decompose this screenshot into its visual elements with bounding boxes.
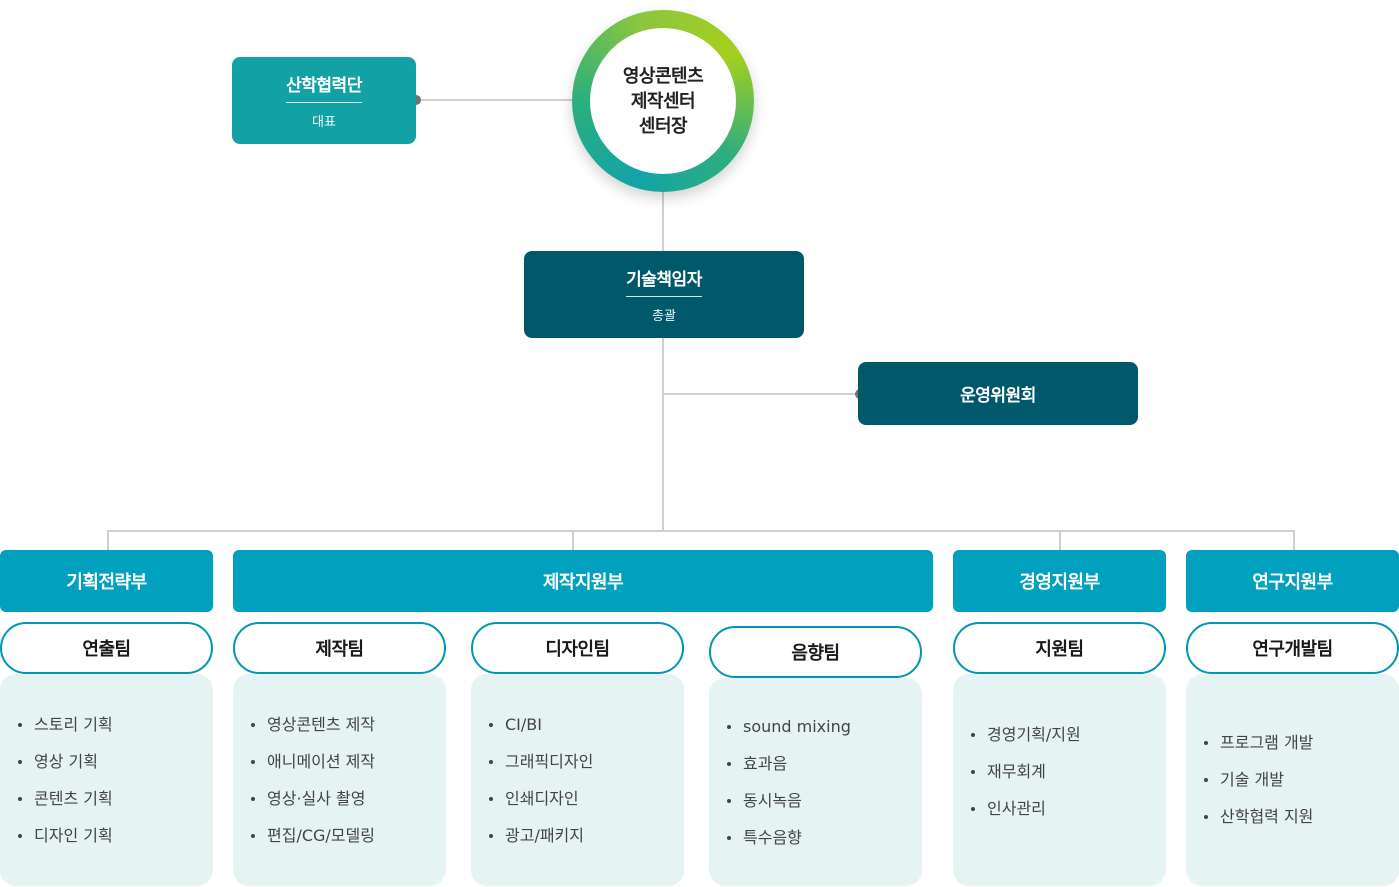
duty-item: 그래픽디자인 xyxy=(489,743,684,780)
tech-officer-box: 기술책임자 총괄 xyxy=(524,251,804,338)
duty-item: 특수음향 xyxy=(727,819,922,856)
duty-item: 재무회계 xyxy=(971,753,1166,790)
duties-support: 경영기획/지원 재무회계 인사관리 xyxy=(953,674,1166,886)
duty-item: 동시녹음 xyxy=(727,782,922,819)
center-line-1: 영상콘텐츠 xyxy=(622,65,704,87)
dept-research-support: 연구지원부 xyxy=(1186,550,1399,612)
industry-cooperation-title: 산학협력단 xyxy=(286,71,362,103)
duty-item: 디자인 기획 xyxy=(18,817,213,854)
center-director-node: 영상콘텐츠 제작센터 센터장 xyxy=(572,10,754,192)
team-support: 지원팀 xyxy=(953,622,1166,674)
steering-committee-box: 운영위원회 xyxy=(858,362,1138,425)
duty-item: CI/BI xyxy=(489,706,684,743)
duty-item: 영상·실사 촬영 xyxy=(251,780,446,817)
connector-tech-down xyxy=(662,337,664,531)
duty-item: 산학협력 지원 xyxy=(1204,798,1399,835)
duties-production: 영상콘텐츠 제작 애니메이션 제작 영상·실사 촬영 편집/CG/모델링 xyxy=(233,674,446,886)
duty-item: 스토리 기획 xyxy=(18,706,213,743)
duty-item: 영상콘텐츠 제작 xyxy=(251,706,446,743)
duty-item: 영상 기획 xyxy=(18,743,213,780)
duty-item: 콘텐츠 기획 xyxy=(18,780,213,817)
connector-drop-1 xyxy=(107,530,109,550)
connector-industry-center xyxy=(416,99,574,101)
duty-item: 인사관리 xyxy=(971,790,1166,827)
dept-production-support: 제작지원부 xyxy=(233,550,933,612)
team-rnd: 연구개발팀 xyxy=(1186,622,1399,674)
team-production: 제작팀 xyxy=(233,622,446,674)
tech-officer-title: 기술책임자 xyxy=(626,265,702,297)
duty-item: 프로그램 개발 xyxy=(1204,724,1399,761)
connector-drop-3 xyxy=(1059,530,1061,550)
duty-item: 인쇄디자인 xyxy=(489,780,684,817)
team-audio: 음향팀 xyxy=(709,626,922,678)
connector-horizontal-bar xyxy=(107,530,1295,532)
steering-committee-title: 운영위원회 xyxy=(960,386,1036,406)
duty-item: sound mixing xyxy=(727,708,922,745)
center-line-2: 제작센터 xyxy=(630,90,696,112)
duty-item: 광고/패키지 xyxy=(489,817,684,854)
connector-center-tech xyxy=(662,190,664,252)
team-design: 디자인팀 xyxy=(471,622,684,674)
dept-management-support: 경영지원부 xyxy=(953,550,1166,612)
connector-dot-industry xyxy=(411,95,421,105)
connector-drop-2 xyxy=(572,530,574,550)
tech-officer-sub: 총괄 xyxy=(652,309,676,324)
industry-cooperation-sub: 대표 xyxy=(312,115,336,130)
duty-item: 기술 개발 xyxy=(1204,761,1399,798)
duty-item: 편집/CG/모델링 xyxy=(251,817,446,854)
team-directing: 연출팀 xyxy=(0,622,213,674)
dept-planning-strategy: 기획전략부 xyxy=(0,550,213,612)
duties-rnd: 프로그램 개발 기술 개발 산학협력 지원 xyxy=(1186,674,1399,886)
duties-directing: 스토리 기획 영상 기획 콘텐츠 기획 디자인 기획 xyxy=(0,674,213,886)
connector-drop-4 xyxy=(1293,530,1295,550)
connector-committee xyxy=(663,393,859,395)
duty-item: 애니메이션 제작 xyxy=(251,743,446,780)
center-line-3: 센터장 xyxy=(638,115,688,137)
duties-design: CI/BI 그래픽디자인 인쇄디자인 광고/패키지 xyxy=(471,674,684,886)
industry-cooperation-box: 산학협력단 대표 xyxy=(232,57,416,144)
duties-audio: sound mixing 효과음 동시녹음 특수음향 xyxy=(709,678,922,886)
center-director-label: 영상콘텐츠 제작센터 센터장 xyxy=(590,28,736,174)
duty-item: 효과음 xyxy=(727,745,922,782)
duty-item: 경영기획/지원 xyxy=(971,716,1166,753)
